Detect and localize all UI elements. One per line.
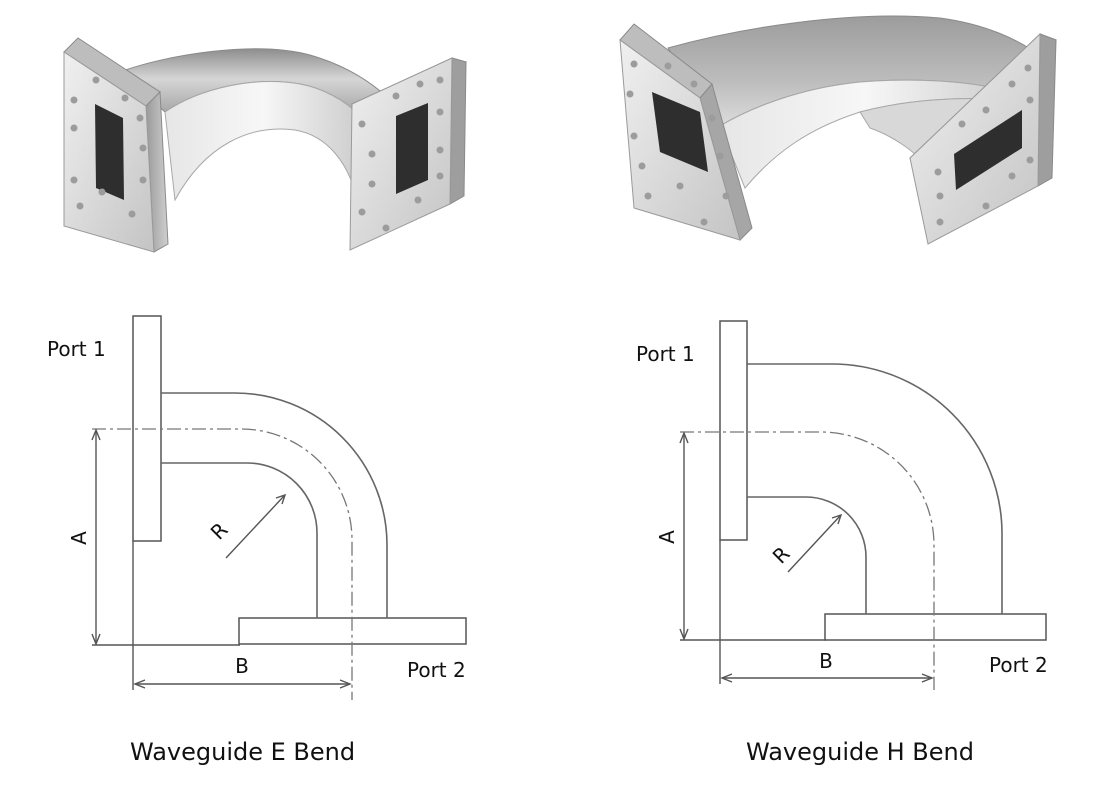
e-bend-outer-wall [161, 392, 388, 618]
e-bend-dim-b-label: B [235, 654, 249, 678]
h-bend-port1-flange [719, 320, 748, 541]
h-bend-outer-wall [747, 363, 1003, 614]
e-bend-port1-label: Port 1 [47, 337, 106, 361]
e-bend-caption: Waveguide E Bend [130, 738, 355, 766]
e-bend-port2-label: Port 2 [407, 658, 466, 682]
e-bend-photo [63, 37, 468, 253]
e-bend-inner-wall [161, 462, 318, 618]
e-bend-dim-r-label: R [206, 518, 233, 545]
e-bend-centerline [92, 428, 353, 700]
h-bend-drawing: A B R Port 1 Port 2 [636, 320, 1048, 690]
h-bend-dim-a-label: A [655, 530, 679, 544]
h-bend-centerline [680, 431, 935, 690]
h-bend-dim-r-label: R [768, 542, 795, 569]
h-bend-port1-label: Port 1 [636, 342, 695, 366]
e-bend-drawing: A B R Port 1 Port 2 [47, 315, 467, 700]
h-bend-photo [619, 15, 1057, 245]
h-bend-dim-b-label: B [819, 649, 833, 673]
h-bend-inner-wall [747, 496, 867, 614]
h-bend-caption: Waveguide H Bend [746, 738, 974, 766]
h-bend-port2-flange [824, 613, 1047, 641]
e-bend-dim-a-label: A [67, 531, 91, 545]
h-bend-port2-label: Port 2 [989, 653, 1048, 677]
